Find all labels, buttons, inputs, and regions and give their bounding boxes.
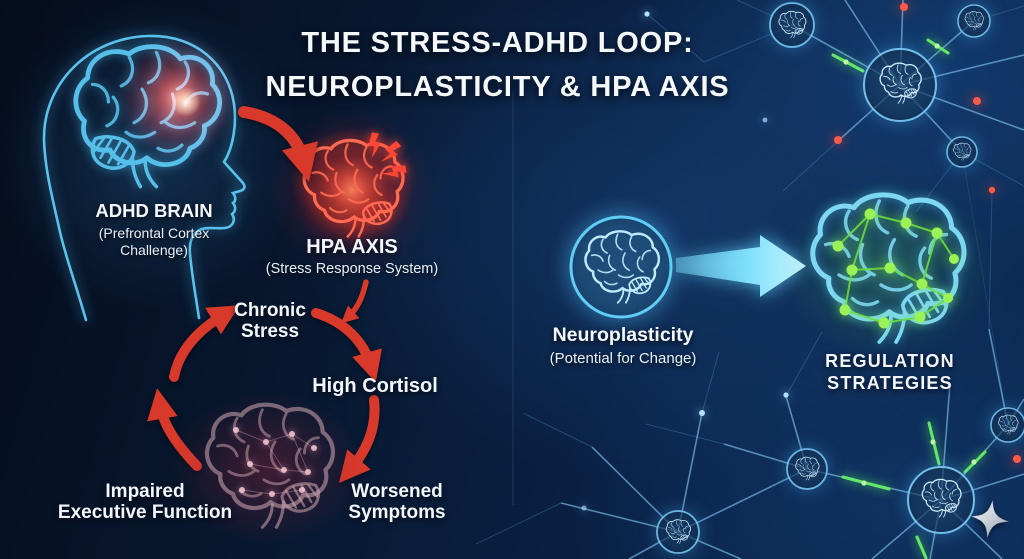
hpa-axis-title: HPA AXIS: [306, 236, 398, 258]
worsened-symptoms-label: Worsened Symptoms: [348, 481, 446, 524]
impaired-executive-label: Impaired Executive Function: [57, 481, 233, 524]
green-node-dots: [843, 43, 977, 486]
hpa-axis-label: HPA AXIS (Stress Response System): [252, 236, 452, 279]
arrow-adhd-to-hpa: [238, 106, 318, 182]
adhd-head-icon: [0, 0, 305, 322]
title-line2: NEUROPLASTICITY & HPA AXIS: [265, 70, 730, 103]
background-network: [475, 0, 1024, 559]
arrow-hpa-to-cycle: [340, 279, 369, 324]
neuroplasticity-label: Neuroplasticity (Potential for Change): [523, 324, 723, 368]
page-title: THE STRESS-ADHD LOOP: NEUROPLASTICITY & …: [170, 22, 825, 109]
title-line1: THE STRESS-ADHD LOOP:: [301, 27, 694, 59]
green-synapse-lines: [831, 38, 987, 559]
regulation-strategies-label: REGULATION STRATEGIES: [825, 351, 955, 393]
neuro-brain-icon: [549, 195, 693, 339]
arrow-to-chronic: [169, 305, 240, 382]
cycle-brain-icon: [170, 390, 366, 546]
blue-node-dots: [581, 11, 789, 511]
green-network: [832, 208, 959, 329]
neuroplasticity-subtitle: (Potential for Change): [549, 349, 697, 367]
head-profile-outline: [42, 34, 246, 322]
regulation-brain-icon: [780, 176, 996, 360]
arrow-chronic-to-cortisol: [311, 308, 382, 383]
glow-core: [171, 87, 201, 117]
red-node-dots: [834, 3, 1021, 463]
adhd-brain-label: ADHD BRAIN (Prefrontal Cortex Challenge): [64, 200, 244, 259]
neuroplasticity-title: Neuroplasticity: [552, 324, 694, 346]
adhd-brain-title: ADHD BRAIN: [95, 200, 213, 221]
high-cortisol-label: High Cortisol: [312, 375, 438, 397]
cyan-transform-arrow-icon: [676, 235, 806, 297]
chronic-stress-label: Chronic Stress: [234, 300, 306, 343]
brain-network-nodes: [656, 2, 1024, 554]
hpa-axis-subtitle: (Stress Response System): [265, 261, 439, 278]
four-point-sparkle-icon: [971, 500, 1009, 538]
adhd-brain-subtitle: (Prefrontal Cortex Challenge): [98, 224, 210, 258]
